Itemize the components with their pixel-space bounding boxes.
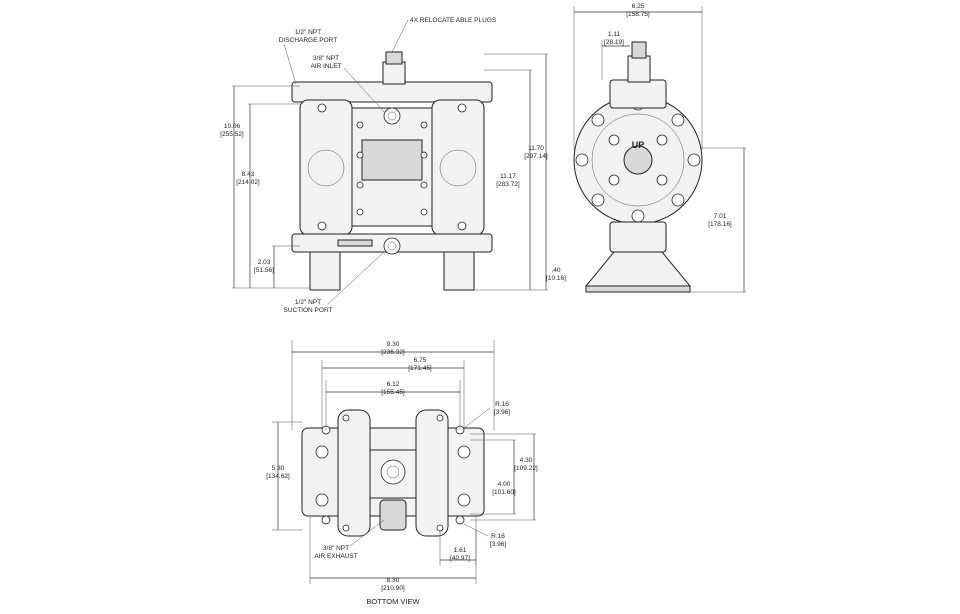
dim-radius-top: R.16	[495, 401, 509, 408]
label-discharge-port: DISCHARGE PORT	[279, 37, 337, 44]
dim-side-height: 7.01	[714, 213, 727, 220]
dim-bottom-depth-b-mm: [101.60]	[492, 489, 516, 496]
dim-foot-thickness-mm: [10.16]	[546, 275, 566, 282]
front-dimensions-left: 10.06 [255.52] 8.43 [214.02] 2.03 [51.56…	[220, 85, 310, 289]
label-discharge-port-size: 1/2" NPT	[295, 29, 321, 36]
dim-right-height-b: 11.70	[528, 145, 544, 152]
side-dimensions: 6.25 [158.75] 1.11 [28.19] 7.01 [178.16]	[573, 3, 746, 293]
dim-front-height-discharge-mm: [214.02]	[236, 179, 260, 186]
dim-foot-thickness: .40	[551, 267, 560, 274]
dim-bottom-width-c-mm: [155.45]	[381, 389, 405, 396]
front-dimensions-right: 11.17 [283.72] 11.70 [297.14] .40 [10.16…	[474, 53, 566, 291]
dim-front-height-discharge: 8.43	[242, 171, 255, 178]
side-up-marking: UP	[632, 140, 645, 150]
label-suction-port: SUCTION PORT	[284, 307, 333, 314]
side-bolts	[575, 97, 701, 223]
dim-bottom-width-c: 6.12	[387, 381, 400, 388]
dim-right-height-a-mm: [283.72]	[496, 181, 520, 188]
front-view	[291, 51, 493, 291]
dim-radius-bottom-mm: [3.96]	[490, 541, 506, 548]
bottom-dimensions: 9.30 [236.32] 6.75 [171.45] 6.12 [155.45…	[266, 340, 538, 606]
dim-bottom-width-overall: 9.30	[387, 341, 400, 348]
dim-bottom-base-width: 8.30	[387, 577, 400, 584]
dim-side-offset: 1.11	[608, 31, 621, 38]
dim-radius-top-mm: [3.96]	[494, 409, 510, 416]
side-view: UP	[573, 41, 703, 293]
dim-bottom-width-b: 6.75	[414, 357, 427, 364]
label-air-exhaust-size: 3/8" NPT	[323, 545, 349, 552]
label-air-exhaust: AIR EXHAUST	[314, 553, 357, 560]
dim-bottom-depth-a-mm: [109.22]	[514, 465, 538, 472]
dim-exhaust-offset-mm: [40.97]	[450, 555, 470, 562]
dim-radius-bottom: R.16	[491, 533, 505, 540]
front-callouts: 4X RELOCATE ABLE PLUGS 1/2" NPT DISCHARG…	[279, 17, 497, 314]
dim-bottom-width-overall-mm: [236.32]	[381, 349, 405, 356]
dim-exhaust-offset: 1.61	[454, 547, 467, 554]
dim-front-height-suction: 2.03	[258, 259, 271, 266]
dim-right-height-a: 11.17	[500, 173, 516, 180]
dim-bottom-depth-overall: 5.30	[272, 465, 285, 472]
dim-bottom-depth-overall-mm: [134.62]	[266, 473, 290, 480]
dim-bottom-depth-a: 4.30	[520, 457, 533, 464]
front-bolts	[307, 103, 477, 231]
dim-side-width-mm: [158.75]	[626, 11, 650, 18]
dim-side-offset-mm: [28.19]	[604, 39, 624, 46]
dim-side-width: 6.25	[632, 3, 645, 10]
dim-side-height-mm: [178.16]	[708, 221, 732, 228]
label-relocatable-plugs: 4X RELOCATE ABLE PLUGS	[410, 17, 497, 24]
label-suction-port-size: 1/2" NPT	[295, 299, 321, 306]
dim-front-height-overall: 10.06	[224, 123, 241, 130]
dim-right-height-b-mm: [297.14]	[524, 153, 548, 160]
dim-bottom-base-width-mm: [210.90]	[381, 585, 405, 592]
bottom-view	[301, 409, 485, 537]
dim-front-height-suction-mm: [51.56]	[254, 267, 274, 274]
label-bottom-view: BOTTOM VIEW	[366, 597, 420, 606]
label-air-inlet: AIR INLET	[310, 63, 341, 70]
label-air-inlet-size: 3/8" NPT	[313, 55, 339, 62]
dim-bottom-width-b-mm: [171.45]	[408, 365, 432, 372]
dim-bottom-depth-b: 4.00	[498, 481, 511, 488]
dim-front-height-overall-mm: [255.52]	[220, 131, 244, 138]
